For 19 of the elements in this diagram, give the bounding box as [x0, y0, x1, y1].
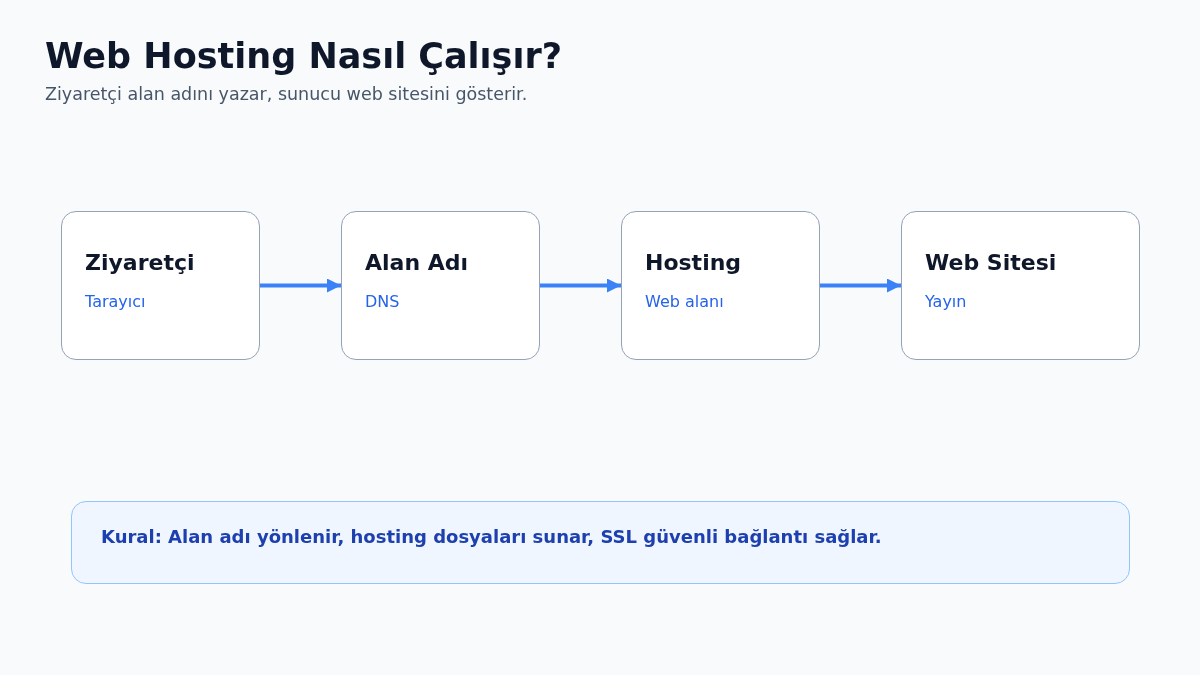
title: Web Hosting Nasıl Çalışır?	[45, 35, 562, 78]
arrow	[820, 278, 901, 293]
subtitle: Ziyaretçi alan adını yazar, sunucu web sitesini gösterir.	[45, 83, 528, 105]
process-box	[61, 211, 260, 360]
step-subtitle: Yayın	[925, 292, 967, 312]
step-title: Web Sitesi	[925, 249, 1057, 277]
step-title: Hosting	[645, 249, 742, 277]
process-box	[901, 211, 1140, 360]
rule-text: Kural: Alan adı yönlenir, hosting dosyaları sunar, SSL güvenli bağlantı sağlar.	[101, 525, 882, 549]
arrow	[260, 278, 341, 293]
step-title: Alan Adı	[365, 249, 469, 277]
step-subtitle: Tarayıcı	[85, 292, 146, 312]
step-subtitle: DNS	[365, 292, 400, 312]
step-subtitle: Web alanı	[645, 292, 724, 312]
note-box	[71, 501, 1130, 584]
process-box	[341, 211, 540, 360]
process-box	[621, 211, 820, 360]
step-title: Ziyaretçi	[85, 249, 195, 277]
arrow	[540, 278, 621, 293]
